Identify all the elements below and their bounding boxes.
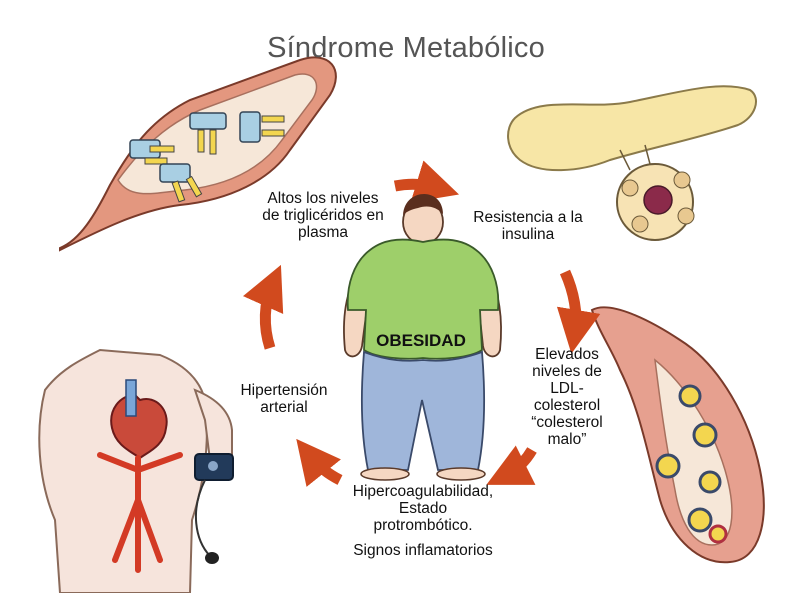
triglyceride-molecule — [239, 111, 285, 143]
arrow-top — [393, 160, 460, 203]
arrow-left-up — [242, 264, 284, 350]
label-triglycerides: Altos los niveles de triglicéridos en pl… — [262, 190, 384, 241]
obese-person-illustration — [343, 194, 502, 481]
diagram-title: Síndrome Metabólico — [267, 32, 545, 64]
pancreas-illustration — [507, 85, 757, 241]
cycle-arrows — [242, 160, 601, 487]
center-label-obesity: OBESIDAD — [376, 331, 466, 350]
arrow-bottom-left — [296, 438, 343, 487]
triglyceride-vessel-illustration — [59, 56, 337, 252]
label-inflammation: Signos inflamatorios — [353, 542, 493, 559]
label-hypertension: Hipertensión arterial — [240, 382, 328, 416]
label-hypercoagulability: Hipercoagulabilidad, Estado protrombótic… — [352, 483, 494, 534]
label-ldl-cholesterol: Elevados niveles de LDL- colesterol “col… — [531, 346, 603, 448]
arrow-bottom-right — [486, 445, 537, 485]
triglyceride-molecule — [189, 112, 227, 155]
triglyceride-molecule — [159, 163, 203, 203]
arrow-right-down — [556, 269, 601, 354]
triglyceride-molecule — [129, 139, 175, 165]
ldl-artery-illustration — [590, 306, 765, 564]
hypertension-torso-illustration — [38, 348, 234, 593]
label-insulin-resistance: Resistencia a la insulina — [473, 209, 583, 243]
